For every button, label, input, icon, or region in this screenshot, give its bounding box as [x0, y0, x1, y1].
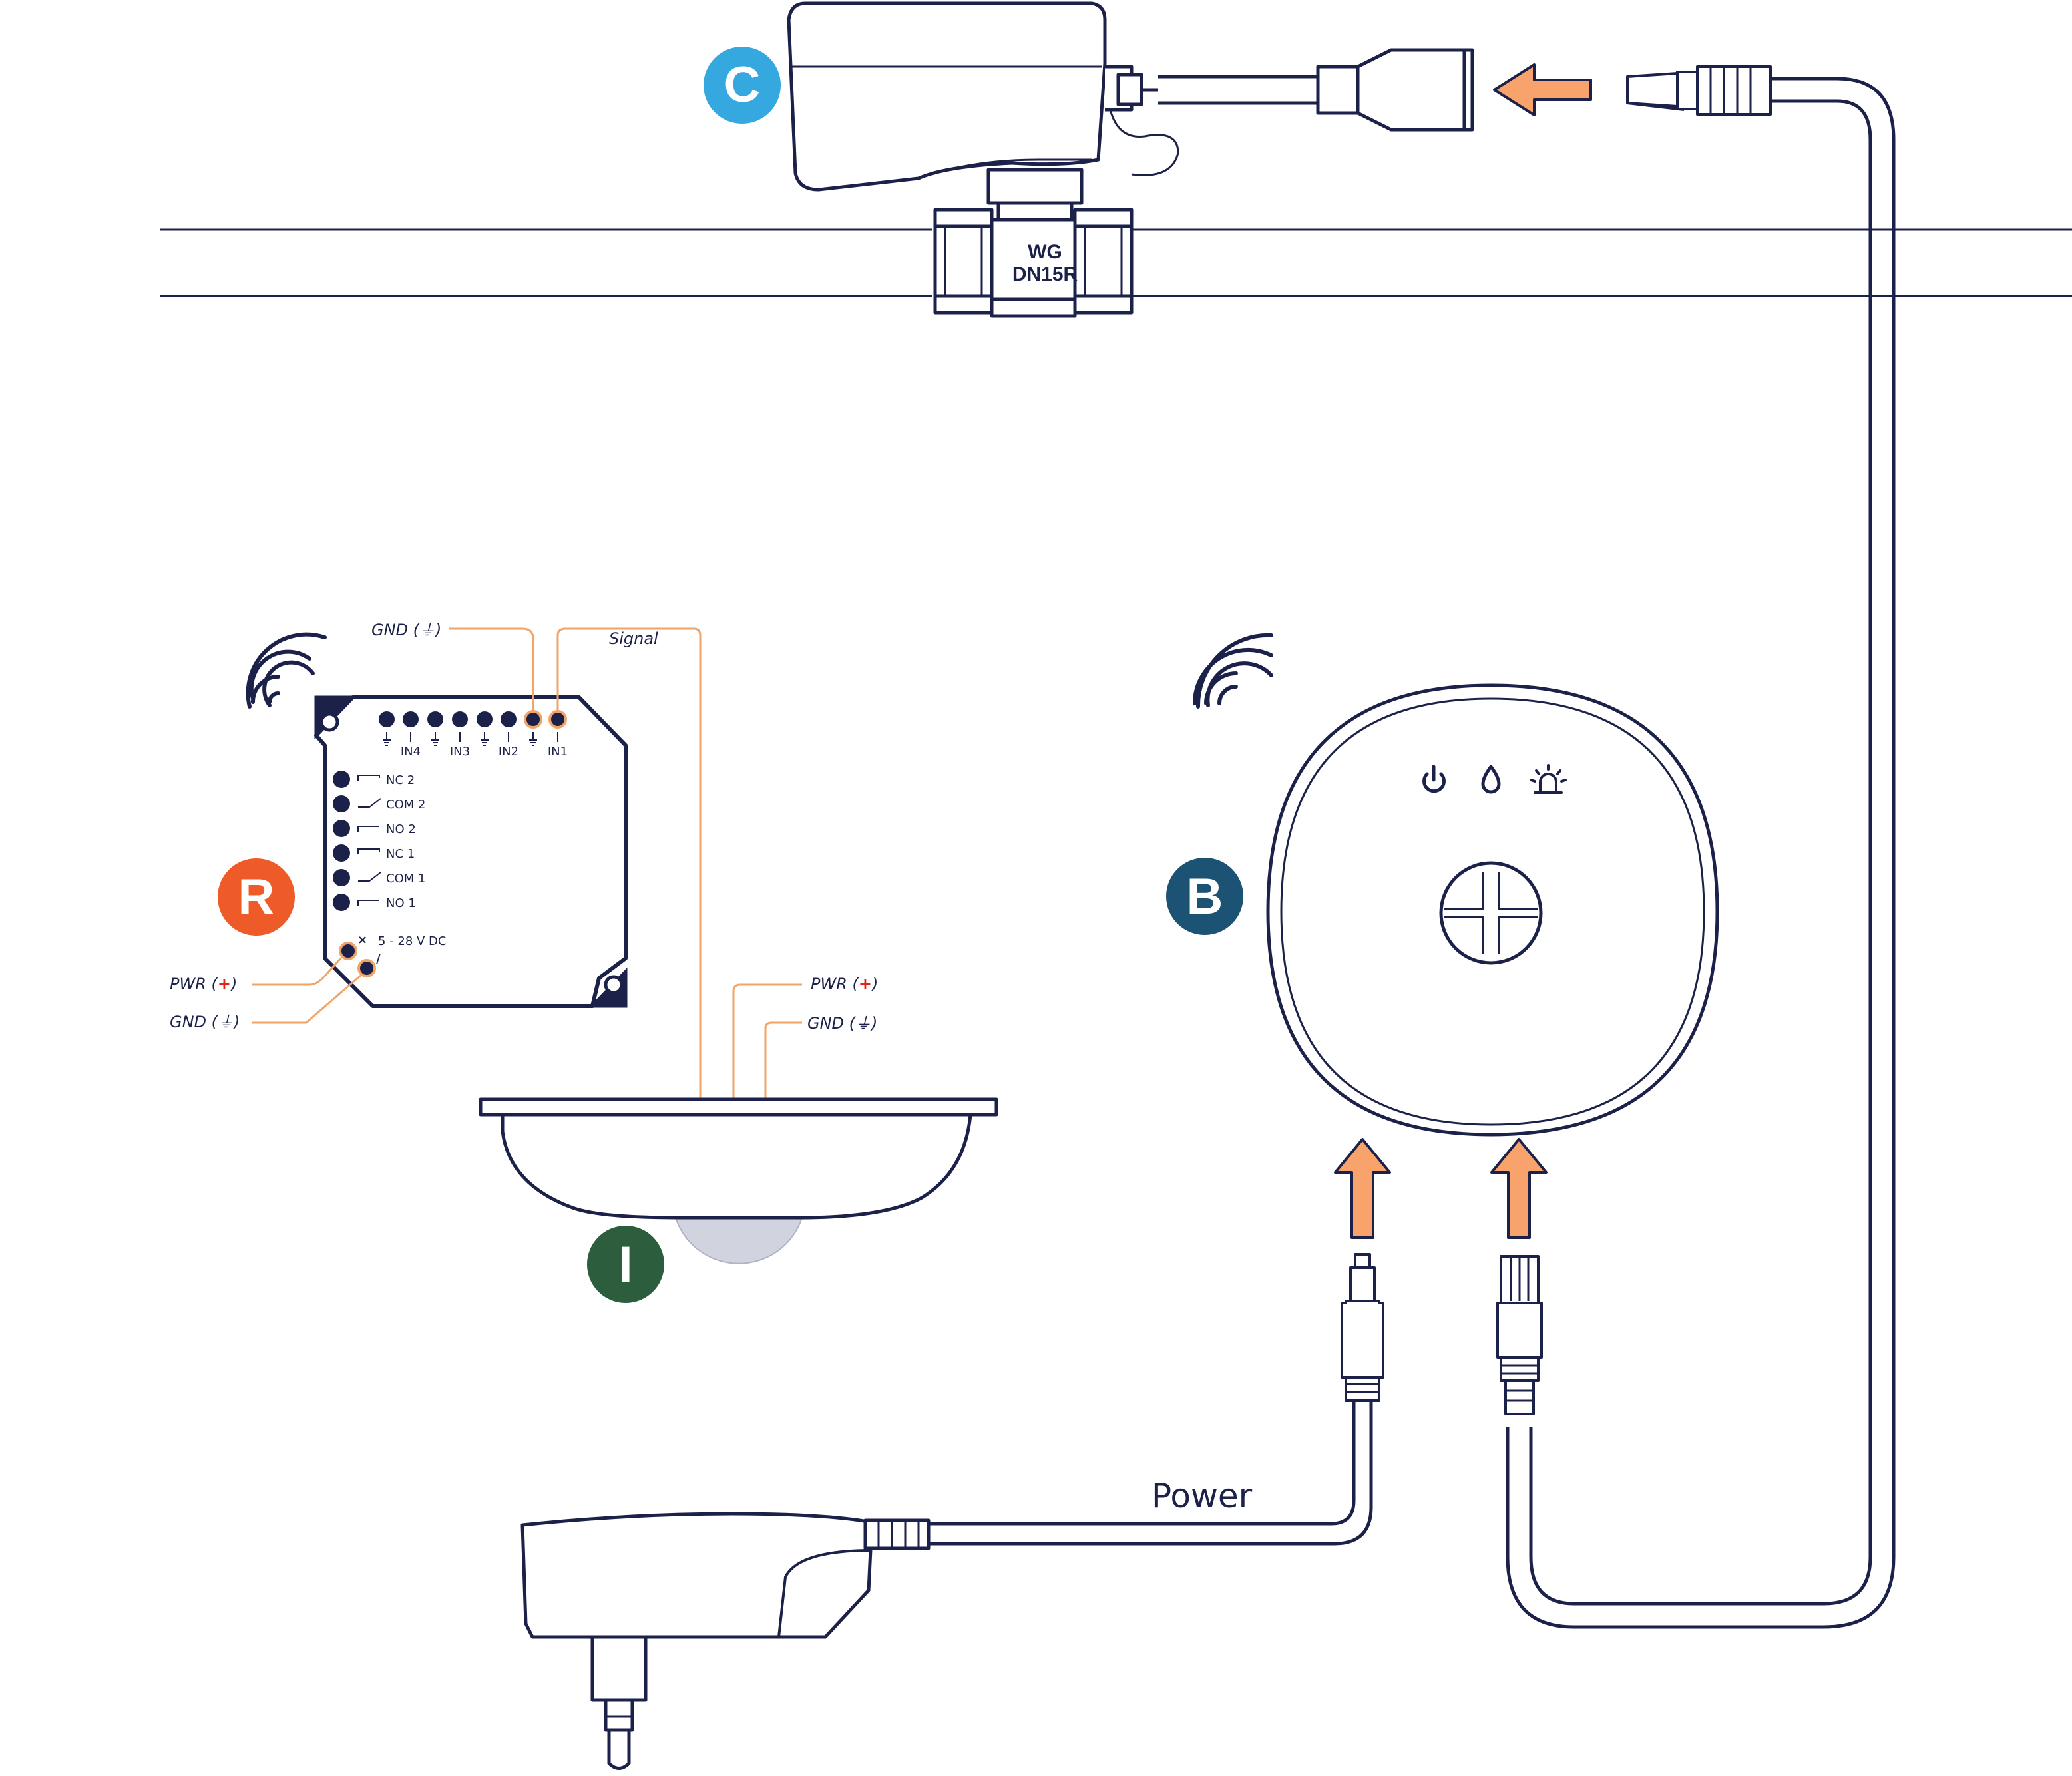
connect-arrow-left: [1493, 63, 1592, 116]
relay-no1-label: NO 1: [386, 896, 416, 910]
relay-power-terminals: [339, 942, 376, 977]
relay-module: [314, 695, 628, 1008]
actuator-socket: [1316, 48, 1474, 132]
badge-r-label: R: [238, 869, 275, 926]
badge-c-label: C: [724, 57, 761, 113]
relay-pwr-suffix: ): [230, 975, 237, 993]
power-icon: [1422, 765, 1446, 793]
relay-voltage-label: 5 - 28 V DC: [378, 934, 446, 948]
relay-pwr-wire-label: PWR (+): [170, 975, 237, 993]
relay-output-symbols: [357, 775, 381, 906]
badge-b-label: B: [1187, 868, 1223, 925]
sensor-gnd-wire-label: GND (⏚): [807, 1014, 877, 1033]
motion-sensor: [479, 1097, 998, 1264]
relay-gnd-marker: /: [376, 952, 381, 966]
badge-i-label: I: [618, 1236, 632, 1293]
wifi-icon: [246, 632, 327, 709]
connect-arrow-rj: [1490, 1138, 1548, 1239]
relay-pwr-marker: ×: [357, 933, 367, 947]
relay-wiring: [252, 627, 702, 1101]
valve-model-line2: DN15R: [1012, 264, 1078, 285]
relay-nc1-label: NC 1: [386, 847, 415, 861]
relay-pwr-plus: +: [218, 975, 231, 993]
relay-com2-label: COM 2: [386, 798, 425, 812]
relay-in2-label: IN2: [499, 745, 518, 759]
water-pipe: [160, 228, 2072, 297]
sensor-pwr-prefix: PWR (: [811, 975, 860, 993]
relay-gnd-wire-label: GND (⏚): [371, 621, 441, 639]
rj-plug-top: [1626, 65, 1772, 116]
valve-signal-cable: [1506, 77, 1896, 1629]
relay-signal-wire-label: Signal: [609, 629, 658, 648]
relay-input-symbols: [383, 732, 558, 746]
relay-pwr-prefix: PWR (: [170, 975, 219, 993]
cross-button-icon[interactable]: [1439, 861, 1543, 965]
badge-r: R: [218, 858, 295, 936]
relay-gnd-power-label: GND (⏚): [170, 1013, 240, 1031]
badge-c: C: [704, 47, 781, 124]
ball-valve: [933, 168, 1134, 318]
power-cable-label: Power: [1151, 1477, 1253, 1515]
badge-i: I: [587, 1226, 664, 1303]
sensor-pwr-wire-label: PWR (+): [811, 975, 878, 993]
power-cable: [929, 1401, 1373, 1546]
sensor-wiring: [732, 983, 802, 1101]
relay-mounting-holes: [314, 695, 628, 1008]
water-drop-icon: [1481, 765, 1501, 794]
relay-in3-label: IN3: [450, 745, 470, 759]
relay-nc2-label: NC 2: [386, 773, 415, 787]
valve-actuator: [787, 1, 1179, 192]
badge-b: B: [1166, 858, 1243, 935]
relay-output-terminals: [333, 771, 350, 911]
relay-in1-label: IN1: [548, 745, 568, 759]
sensor-pwr-suffix: ): [871, 975, 878, 993]
wifi-icon: [1193, 633, 1273, 709]
actuator-cable: [1158, 75, 1318, 105]
relay-com1-label: COM 1: [386, 872, 425, 886]
dc-barrel-plug: [1341, 1253, 1384, 1402]
valve-model-line1: WG: [1028, 241, 1062, 263]
wall-power-adapter: [520, 1512, 931, 1770]
relay-in4-label: IN4: [401, 745, 421, 759]
rj-plug-bottom: [1496, 1255, 1543, 1415]
relay-no2-label: NO 2: [386, 822, 416, 836]
connect-arrow-power: [1334, 1138, 1391, 1239]
relay-input-terminals: [379, 710, 567, 729]
sensor-pwr-plus: +: [859, 975, 872, 993]
alarm-light-icon: [1530, 764, 1567, 794]
